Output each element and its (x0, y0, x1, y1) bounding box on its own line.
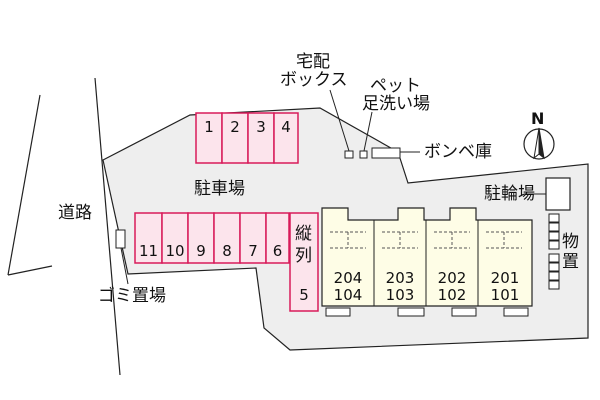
unit-label: 202 102 (426, 270, 478, 304)
parking-row-top (195, 112, 299, 164)
unit-upper-number: 203 (385, 269, 415, 287)
parking-number: 3 (256, 118, 266, 136)
unit-entry-step (397, 307, 425, 317)
delivery-box-leader (329, 89, 350, 152)
parking-number: 9 (196, 242, 206, 260)
parking-space-9 (187, 212, 215, 264)
gas-cylinder-storage (371, 147, 401, 159)
pet-wash-leader (363, 111, 373, 152)
unit-lower-number: 104 (333, 286, 363, 304)
unit-lower-number: 101 (490, 286, 520, 304)
delivery-box-label-line1: 宅配 (296, 52, 330, 72)
parking-row-bottom (134, 212, 319, 312)
bicycle-parking-area (545, 177, 571, 211)
storage-label-1: 物 (562, 232, 579, 252)
parking-number: 11 (138, 242, 159, 260)
garbage-label: ゴミ置場 (98, 286, 166, 306)
storage-label-2: 置 (562, 252, 579, 272)
unit-inner-line (434, 231, 470, 249)
parking-space-5-tandem (289, 212, 319, 312)
parking-number: 4 (281, 118, 291, 136)
unit-upper-number: 202 (437, 269, 467, 287)
parking-space-11 (134, 212, 163, 264)
pet-wash-label-line1: ペット (370, 76, 421, 96)
parking-space-6 (265, 212, 290, 264)
parking-space-4 (273, 112, 299, 164)
pet-wash-label-line2: 足洗い場 (362, 94, 430, 114)
tandem-label-line2: 列 (295, 246, 312, 266)
parking-number: 6 (272, 242, 283, 260)
unit-label: 201 101 (478, 270, 532, 304)
parking-number: 10 (165, 242, 185, 260)
road-edge-left-bottom (7, 265, 53, 276)
parking-label: 駐車場 (194, 179, 245, 199)
apartment-building (321, 207, 533, 317)
parking-space-3 (247, 112, 275, 164)
parking-number: 8 (222, 242, 232, 260)
gas-cylinder-label: ボンベ庫 (424, 142, 492, 162)
unit-label: 203 103 (374, 270, 426, 304)
unit-inner-line (382, 231, 418, 249)
parking-number: 2 (230, 118, 240, 136)
bicycle-parking-label: 駐輪場 (484, 184, 535, 204)
tandem-label-line1: 縦 (295, 224, 312, 244)
unit-entry-step (451, 307, 477, 317)
compass-north-label: N (531, 109, 545, 128)
unit-upper-number: 201 (490, 269, 520, 287)
pet-wash-area (359, 150, 368, 159)
road-edge-left (7, 94, 41, 276)
north-compass-icon (523, 127, 555, 160)
road-edge-right (94, 77, 121, 376)
unit-upper-number: 204 (333, 269, 363, 287)
unit-lower-number: 103 (385, 286, 415, 304)
road-label: 道路 (58, 203, 92, 223)
garbage-area (115, 229, 126, 249)
parking-number: 7 (248, 242, 258, 260)
garbage-leader (120, 247, 129, 285)
unit-lower-number: 102 (437, 286, 467, 304)
parking-number: 1 (204, 118, 214, 136)
unit-inner-line (486, 231, 522, 249)
unit-label: 204 104 (322, 270, 374, 304)
unit-inner-line (330, 231, 366, 249)
unit-entry-step (503, 307, 529, 317)
parking-number: 5 (299, 286, 309, 304)
unit-entry-step (325, 307, 351, 317)
delivery-box (344, 150, 354, 159)
storage-units (548, 213, 560, 290)
delivery-box-label-line2: ボックス (280, 70, 348, 90)
